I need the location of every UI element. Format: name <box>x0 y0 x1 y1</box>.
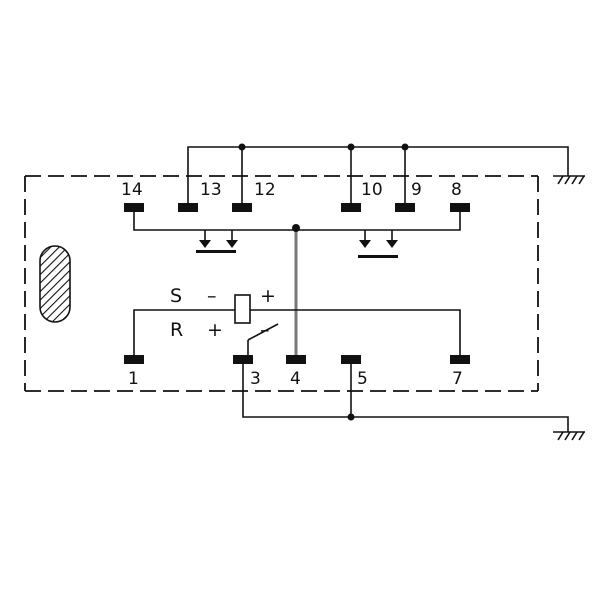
pin-label-12: 12 <box>254 180 276 200</box>
top-pin-labels: 14 13 12 10 9 8 <box>121 180 462 200</box>
pin-12 <box>232 203 252 212</box>
pin-10 <box>341 203 361 212</box>
relay-housing <box>24 175 539 392</box>
pin-label-8: 8 <box>451 180 462 200</box>
coil-wires <box>133 309 461 356</box>
set-plus-sign: + <box>260 285 276 307</box>
pin-label-10: 10 <box>361 180 383 200</box>
pin-8 <box>450 203 470 212</box>
top-bus-junctions <box>238 143 409 151</box>
pin-4 <box>286 355 306 364</box>
switch-contact-icon <box>358 240 398 258</box>
pin-label-4: 4 <box>290 369 301 389</box>
pin-7 <box>450 355 470 364</box>
bottom-pin-labels: 1 3 4 5 7 <box>128 369 463 389</box>
ground-icon <box>553 431 585 441</box>
pin-13 <box>178 203 198 212</box>
set-minus-sign: – <box>207 285 217 307</box>
pin-label-9: 9 <box>411 180 422 200</box>
pin-label-1: 1 <box>128 369 139 389</box>
top-pins <box>124 203 470 212</box>
pin-9 <box>395 203 415 212</box>
reset-plus-sign: + <box>207 319 223 341</box>
ground-icon <box>553 175 585 185</box>
pin-label-7: 7 <box>452 369 463 389</box>
coil-set-label: S <box>170 285 182 307</box>
hatched-latch-icon <box>39 245 71 323</box>
pin-label-5: 5 <box>357 369 368 389</box>
top-bus-wires <box>187 146 569 205</box>
pin-label-14: 14 <box>121 180 143 200</box>
pin-14 <box>124 203 144 212</box>
pin-5 <box>341 355 361 364</box>
coil-labels: S R – + + – <box>170 285 276 341</box>
junction-dot <box>292 224 300 232</box>
pin-label-3: 3 <box>250 369 261 389</box>
junction-dot <box>238 143 246 151</box>
bottom-wires <box>242 362 569 432</box>
reset-minus-sign: – <box>260 319 270 341</box>
junction-dot <box>401 143 409 151</box>
coil-reset-label: R <box>170 319 183 341</box>
junction-dot <box>347 143 355 151</box>
pin-3 <box>233 355 253 364</box>
switch-contact-icon <box>196 240 238 253</box>
common-line <box>292 224 300 359</box>
pin-label-13: 13 <box>200 180 222 200</box>
pin-1 <box>124 355 144 364</box>
bottom-pins <box>124 355 470 364</box>
junction-dot <box>347 413 355 421</box>
coil-symbol <box>234 294 251 324</box>
